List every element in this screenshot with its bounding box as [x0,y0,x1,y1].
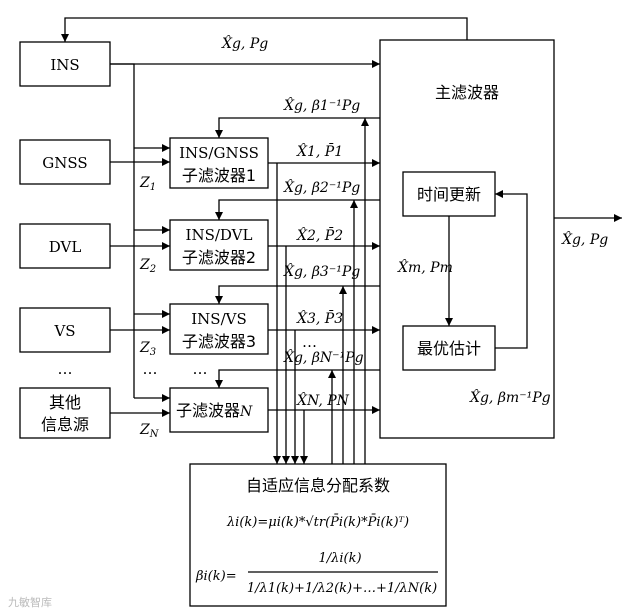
main-filter: 主滤波器 [379,39,555,439]
source-dvl-label: DVL [49,238,82,256]
allocation-box: 自适应信息分配系数 λi(k)=μi(k)*√tr(P̄i(k)*P̄i(k)ᵀ… [189,463,447,607]
allocation-formula-lambda: λi(k)=μi(k)*√tr(P̄i(k)*P̄i(k)ᵀ) [226,514,409,530]
watermark: 九敏智库 [8,595,52,609]
subfilter-2: INS/DVL 子滤波器2 [169,219,269,271]
source-dvl: DVL [19,223,111,269]
out-ellipsis: … [302,333,317,351]
allocation-title: 自适应信息分配系数 [246,476,390,495]
source-vs-label: VS [53,322,75,340]
source-ins: INS [19,41,111,87]
fb2-arrow [215,199,380,220]
ins-bus [110,63,135,398]
allocation-formula-beta-num: 1/λi(k) [318,551,361,566]
allocation-formula-beta-den: 1/λ1(k)+1/λ2(k)+…+1/λN(k) [247,581,437,596]
beta-m-label: X̂g, βm⁻¹Pg [469,388,551,406]
subfilter-ellipsis-left: … [143,360,158,378]
out2-label: X̂2, P̄2 [296,226,343,244]
fb1-arrow [215,117,380,138]
subfilter-ellipsis-right: … [193,360,208,378]
source-gnss-label: GNSS [42,154,87,172]
zn-label: ZN [139,422,160,440]
sources-ellipsis: … [58,360,73,378]
source-other-line1: 其他 [49,393,81,412]
output-label: X̂g, Pg [561,230,608,248]
source-other-line2: 信息源 [41,415,89,434]
optimal-to-time-arrow [495,190,528,349]
out1-label: X̂1, P̄1 [296,142,343,160]
fb1-label: X̂g, β1⁻¹Pg [283,96,360,114]
source-vs: VS [19,307,111,353]
subfilter-1-line2: 子滤波器1 [182,166,256,185]
allocation-formula-beta-lhs: βi(k)= [195,569,237,584]
out3-label: X̂3, P̄3 [296,309,343,327]
source-gnss: GNSS [19,139,111,185]
time-update-box: 时间更新 [402,171,496,217]
fbn-arrow [215,369,380,388]
source-other: 其他 信息源 [19,387,111,439]
fb3-label: X̂g, β3⁻¹Pg [283,262,360,280]
z1-label: Z1 [139,175,156,193]
fb2-label: X̂g, β2⁻¹Pg [283,178,360,196]
z3-label: Z3 [139,340,156,358]
time-update-label: 时间更新 [417,185,481,204]
subfilter-1-line1: INS/GNSS [179,144,259,162]
top-feedback-label: X̂g, Pg [221,34,268,52]
source-ins-label: INS [50,56,79,74]
subfilter-2-line1: INS/DVL [186,226,253,244]
subfilter-3: INS/VS 子滤波器3 [169,303,269,355]
optimal-estimate-label: 最优估计 [417,339,481,358]
subfilter-3-line1: INS/VS [191,310,247,328]
subfilter-2-line2: 子滤波器2 [182,248,256,267]
subfilter-1: INS/GNSS 子滤波器1 [169,137,269,189]
z2-label: Z2 [139,257,156,275]
subfilter-n-label: 子滤波器N [176,401,253,420]
subfilter-3-line2: 子滤波器3 [182,332,256,351]
subfilter-n: 子滤波器N [169,387,269,433]
outn-label: X̂N, PN [296,391,350,409]
main-filter-title: 主滤波器 [435,83,499,102]
optimal-estimate-box: 最优估计 [402,325,496,371]
fb3-arrow [215,285,380,304]
top-feedback-arrow [61,17,468,42]
xm-pm-label: X̂m, Pm [397,258,453,276]
